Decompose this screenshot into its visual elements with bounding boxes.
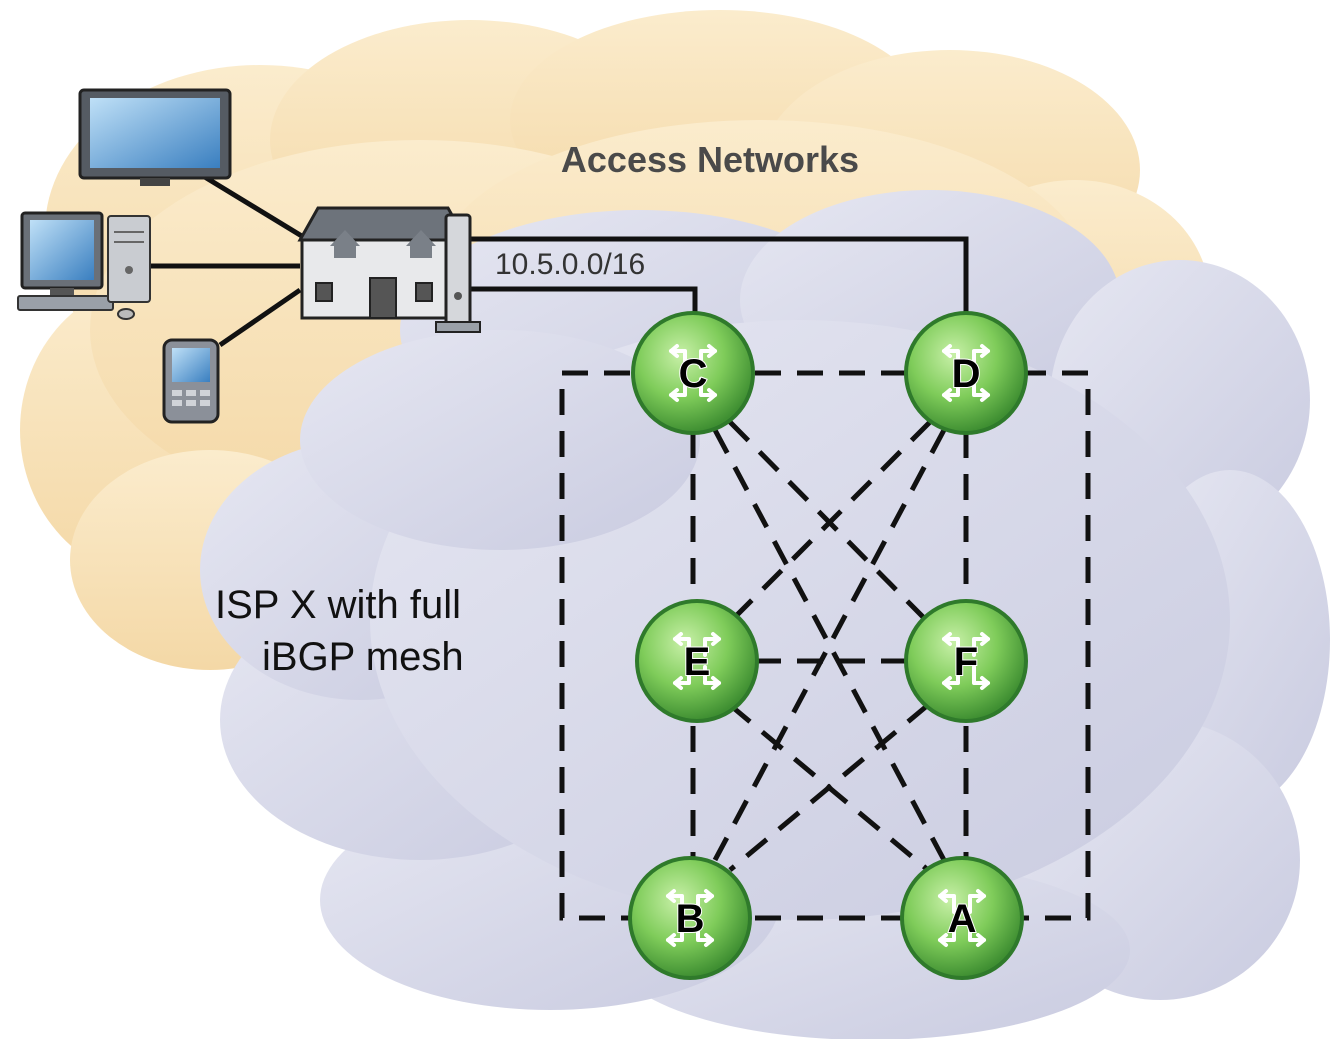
- isp-label-line2: iBGP mesh: [262, 635, 464, 679]
- router-c[interactable]: C: [631, 311, 755, 435]
- router-b-label: B: [676, 897, 705, 941]
- router-a-label: A: [948, 897, 977, 941]
- isp-cloud: [200, 190, 1330, 1039]
- isp-label-line1: ISP X with full: [215, 583, 461, 627]
- home-gateway-icon: [297, 206, 481, 333]
- access-networks-label: Access Networks: [561, 139, 859, 180]
- router-b[interactable]: B: [628, 856, 752, 980]
- monitor-icon: [78, 88, 232, 186]
- router-e-label: E: [684, 640, 711, 684]
- subnet-label: 10.5.0.0/16: [495, 248, 645, 281]
- router-d[interactable]: D: [904, 311, 1028, 435]
- pda-icon: [162, 338, 220, 424]
- router-c-label: C: [679, 352, 708, 396]
- router-e[interactable]: E: [635, 599, 759, 723]
- router-a[interactable]: A: [900, 856, 1024, 980]
- router-f-label: F: [954, 640, 978, 684]
- device-links: [150, 165, 307, 348]
- router-f[interactable]: F: [904, 599, 1028, 723]
- desktop-computer-icon: [17, 211, 151, 320]
- router-d-label: D: [952, 352, 981, 396]
